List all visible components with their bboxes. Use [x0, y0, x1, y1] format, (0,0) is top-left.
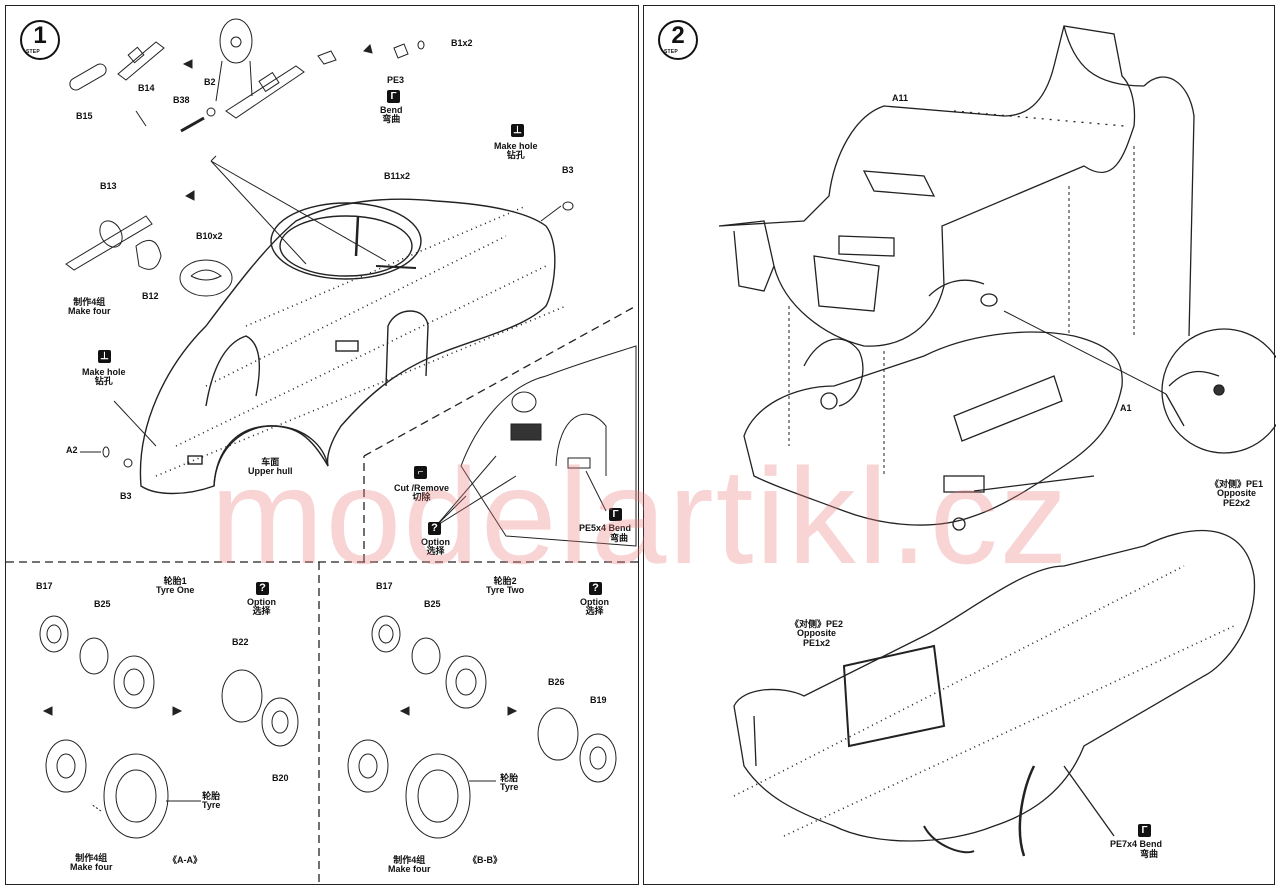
- gun-barrel-b15: [69, 63, 107, 91]
- step-2-badge: 2 STEP: [658, 20, 698, 60]
- cut-icon: ⌐: [414, 466, 427, 479]
- make-four-tyre-one: 制作4组 Make four: [70, 853, 113, 873]
- drill-icon: ⊥: [511, 124, 524, 137]
- tyre-label-two: 轮胎 Tyre: [500, 773, 519, 793]
- bend-icon: Γ: [1138, 824, 1151, 837]
- make-hole-instruction-left: Make hole 钻孔: [82, 367, 126, 387]
- part-label-b22: B22: [232, 637, 249, 647]
- pe5x4-bend-label: PE5x4 Bend: [579, 523, 632, 533]
- part-label-b17: B17: [36, 581, 53, 591]
- pe7x4-bend-label: PE7x4 Bend: [1110, 839, 1163, 849]
- part-label-b38: B38: [173, 95, 190, 105]
- pe2-opposite-label: 《对侧》PE2 Opposite PE1x2: [790, 619, 844, 648]
- section-a-a: 《A-A》: [168, 855, 202, 865]
- make-hole-instruction-top: Make hole 钻孔: [494, 141, 538, 161]
- section-b-b: 《B-B》: [468, 855, 502, 865]
- part-label-b3-top: B3: [562, 165, 574, 175]
- part-label-b19: B19: [590, 695, 607, 705]
- make-four-tyre-two: 制作4组 Make four: [388, 855, 431, 875]
- part-label-b20: B20: [272, 773, 289, 783]
- bracket-pe3: [317, 40, 425, 65]
- chassis-a11: [718, 25, 1195, 347]
- hull-a1: [743, 279, 1123, 531]
- step-1-badge: 1 STEP: [20, 20, 60, 60]
- option-icon: ?: [589, 582, 602, 595]
- part-label-b3-bottom: B3: [120, 491, 132, 501]
- part-label-pe3: PE3: [387, 75, 405, 85]
- part-label-a2: A2: [66, 445, 78, 455]
- pe1-opposite-label: 《对侧》PE1 Opposite PE2x2: [1210, 479, 1264, 508]
- part-label-b11x2: B11x2: [384, 171, 411, 181]
- part-label-b15: B15: [76, 111, 93, 121]
- step-number: 1: [33, 22, 47, 49]
- gun-b2: [180, 18, 305, 133]
- gun-b13: [65, 215, 162, 271]
- part-label-b10x2: B10x2: [196, 231, 223, 241]
- upper-hull: [139, 198, 567, 495]
- bend-instruction: Bend 弯曲: [380, 105, 403, 125]
- tyre-one-title: 轮胎1 Tyre One: [156, 576, 195, 596]
- step2-line-art: [718, 25, 1276, 857]
- option-instruction-step1: Option 选择: [421, 537, 450, 557]
- tyre-one-art: [39, 615, 299, 839]
- detail-magnifier: [1161, 328, 1276, 454]
- option-instruction-tyre-one: Option 选择: [247, 597, 276, 617]
- part-label-b26: B26: [548, 677, 565, 687]
- part-label-b17: B17: [376, 581, 393, 591]
- part-label-b12: B12: [142, 291, 159, 301]
- bend-icon: Γ: [609, 508, 622, 521]
- option-icon: ?: [256, 582, 269, 595]
- part-label-a1: A1: [1120, 403, 1132, 413]
- pe5-bend-zh: 弯曲: [610, 533, 629, 543]
- bend-icon: Γ: [387, 90, 400, 103]
- upper-hull-label: 车面 Upper hull: [248, 457, 293, 477]
- cut-remove-instruction: Cut /Remove 切除: [394, 483, 450, 503]
- make-four-instruction-step1: 制作4组 Make four: [68, 297, 111, 317]
- part-label-a11: A11: [892, 93, 909, 103]
- option-icon: ?: [428, 522, 441, 535]
- tyre-two-art: [347, 615, 617, 839]
- drill-icon: ⊥: [98, 350, 111, 363]
- option-instruction-tyre-two: Option 选择: [580, 597, 609, 617]
- step-tag: STEP: [664, 49, 678, 55]
- side-detail: [435, 345, 637, 547]
- part-label-b14: B14: [138, 83, 155, 93]
- step1-line-art: [6, 18, 640, 886]
- step-number: 2: [671, 22, 685, 49]
- part-label-b25: B25: [424, 599, 441, 609]
- tyre-label-one: 轮胎 Tyre: [202, 791, 221, 811]
- gun-b14: [117, 41, 165, 81]
- step-tag: STEP: [26, 49, 40, 55]
- part-label-b1x2: B1x2: [451, 38, 473, 48]
- pe7-bend-zh: 弯曲: [1140, 849, 1159, 859]
- instruction-page-left: 1 STEP B15 B14 B2 B38 B1x2 PE3 Γ Bend 弯曲…: [5, 5, 640, 886]
- instruction-page-right: 2 STEP A11 A1 《对侧》PE1 Opposite PE2x2 《对侧…: [643, 5, 1276, 885]
- part-label-b13: B13: [100, 181, 117, 191]
- tyre-two-title: 轮胎2 Tyre Two: [486, 576, 525, 596]
- part-label-b2: B2: [204, 77, 216, 87]
- part-label-b25: B25: [94, 599, 111, 609]
- assembled-hull: [733, 529, 1256, 857]
